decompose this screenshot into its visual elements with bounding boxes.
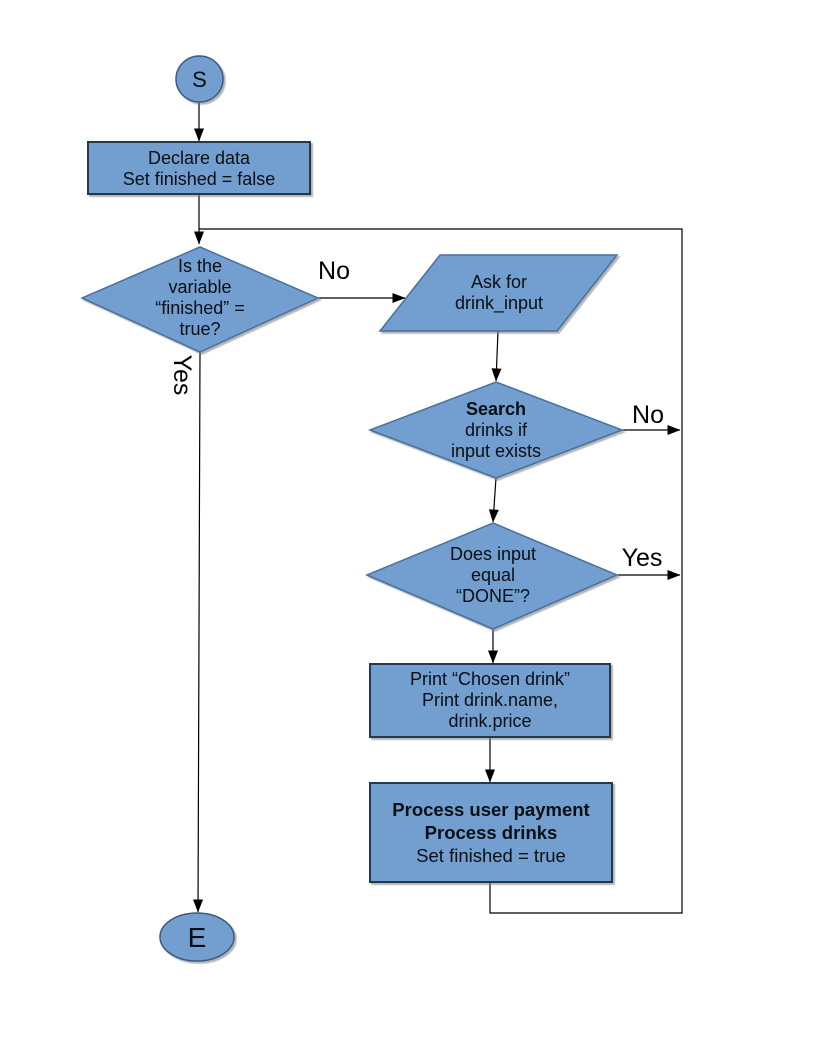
print-drink-shape bbox=[369, 663, 611, 738]
edge-finished-yes-to-end bbox=[193, 351, 204, 913]
ask-input-parallelogram-shape bbox=[378, 254, 619, 332]
process-payment-shape bbox=[369, 782, 613, 883]
end-terminator-shape bbox=[159, 912, 235, 962]
search-drinks-diamond-shape bbox=[367, 381, 625, 479]
edge-ask-to-search bbox=[491, 330, 502, 382]
finished-check-diamond-shape bbox=[80, 246, 320, 353]
done-check-diamond-shape bbox=[365, 522, 619, 630]
edge-loop-back bbox=[199, 228, 683, 914]
declare-data-shape bbox=[87, 141, 311, 195]
edge-search-to-done-check bbox=[488, 477, 499, 523]
start-terminator-shape bbox=[175, 55, 224, 103]
